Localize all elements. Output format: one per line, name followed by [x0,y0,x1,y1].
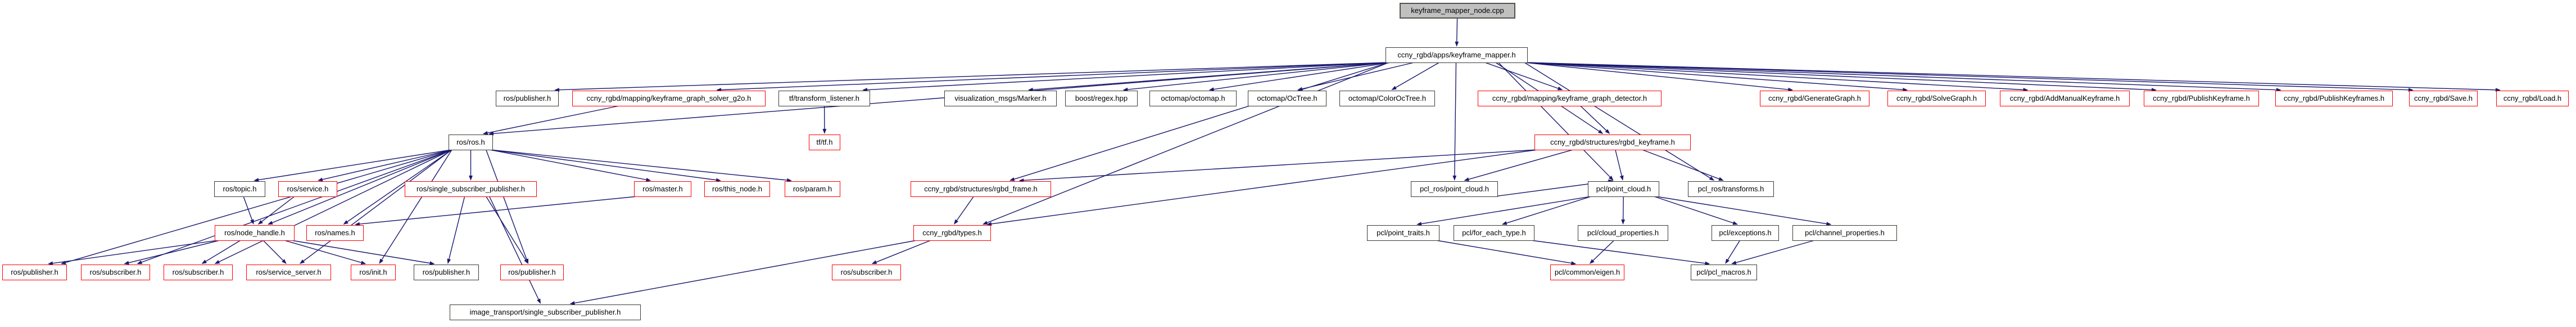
graph-node-pclros_tf[interactable]: pcl_ros/transforms.h [1688,181,1774,197]
graph-node-r3_publisher[interactable]: ros/publisher.h [496,91,559,106]
graph-node-rgbd_frame[interactable]: ccny_rgbd/structures/rgbd_frame.h [911,181,1051,197]
graph-node-sspub[interactable]: ros/single_subscriber_publisher.h [405,181,537,197]
graph-node-coloroctree[interactable]: octomap/ColorOcTree.h [1339,91,1435,106]
graph-node-octree[interactable]: octomap/OcTree.h [1248,91,1327,106]
graph-node-save[interactable]: ccny_rgbd/Save.h [2409,91,2478,106]
graph-node-for_each[interactable]: pcl/for_each_type.h [1454,225,1534,241]
graph-node-pub_a[interactable]: ros/publisher.h [2,265,67,280]
graph-node-pub_b[interactable]: ros/publisher.h [414,265,479,280]
graph-node-rgbd_keyframe[interactable]: ccny_rgbd/structures/rgbd_keyframe.h [1534,135,1691,150]
graph-node-param[interactable]: ros/param.h [785,181,840,197]
graph-node-topic[interactable]: ros/topic.h [214,181,265,197]
graph-node-thisnode[interactable]: ros/this_node.h [704,181,770,197]
graph-node-names[interactable]: ros/names.h [306,225,364,241]
graph-node-pubkfs[interactable]: ccny_rgbd/PublishKeyframes.h [2275,91,2393,106]
graph-node-addmanual[interactable]: ccny_rgbd/AddManualKeyframe.h [2000,91,2130,106]
graph-node-cpp: keyframe_mapper_node.cpp [1400,3,1515,19]
graph-node-listener[interactable]: tf/transform_listener.h [778,91,870,106]
graph-node-load[interactable]: ccny_rgbd/Load.h [2496,91,2569,106]
graph-node-rosros[interactable]: ros/ros.h [449,135,493,150]
graph-node-exceptions[interactable]: pcl/exceptions.h [1712,225,1779,241]
graph-node-pcl_pc[interactable]: pcl/point_cloud.h [1588,181,1659,197]
graph-node-nodehandle[interactable]: ros/node_handle.h [215,225,295,241]
graph-node-pclros_pc[interactable]: pcl_ros/point_cloud.h [1411,181,1498,197]
graph-node-solver[interactable]: ccny_rgbd/mapping/keyframe_graph_solver_… [572,91,766,106]
graph-node-cloud_props[interactable]: pcl/cloud_properties.h [1578,225,1668,241]
graph-node-sub_a[interactable]: ros/subscriber.h [81,265,150,280]
graph-node-sub_b[interactable]: ros/subscriber.h [164,265,233,280]
graph-node-sub_mid[interactable]: ros/subscriber.h [832,265,901,280]
graph-node-marker[interactable]: visualization_msgs/Marker.h [944,91,1057,106]
graph-node-init[interactable]: ros/init.h [351,265,396,280]
graph-node-service_server[interactable]: ros/service_server.h [246,265,331,280]
graph-node-master[interactable]: ros/master.h [634,181,691,197]
graph-node-imgtrans[interactable]: image_transport/single_subscriber_publis… [450,304,641,320]
graph-node-eigen[interactable]: pcl/common/eigen.h [1550,265,1624,280]
graph-node-detector[interactable]: ccny_rgbd/mapping/keyframe_graph_detecto… [1478,91,1662,106]
graph-node-point_traits[interactable]: pcl/point_traits.h [1367,225,1439,241]
graph-node-pcl_macros[interactable]: pcl/pcl_macros.h [1691,265,1757,280]
graph-node-mapper[interactable]: ccny_rgbd/apps/keyframe_mapper.h [1386,47,1528,63]
graph-node-regex[interactable]: boost/regex.hpp [1065,91,1138,106]
graph-node-pub_c[interactable]: ros/publisher.h [500,265,564,280]
graph-node-pubkf[interactable]: ccny_rgbd/PublishKeyframe.h [2144,91,2259,106]
graph-node-octomap[interactable]: octomap/octomap.h [1149,91,1237,106]
graph-node-channel_props[interactable]: pcl/channel_properties.h [1792,225,1897,241]
graph-node-service[interactable]: ros/service.h [278,181,337,197]
graph-node-tftf[interactable]: tf/tf.h [809,135,840,150]
graph-node-types[interactable]: ccny_rgbd/types.h [913,225,991,241]
graph-node-gengraph[interactable]: ccny_rgbd/GenerateGraph.h [1760,91,1869,106]
graph-node-solvegraph[interactable]: ccny_rgbd/SolveGraph.h [1887,91,1986,106]
